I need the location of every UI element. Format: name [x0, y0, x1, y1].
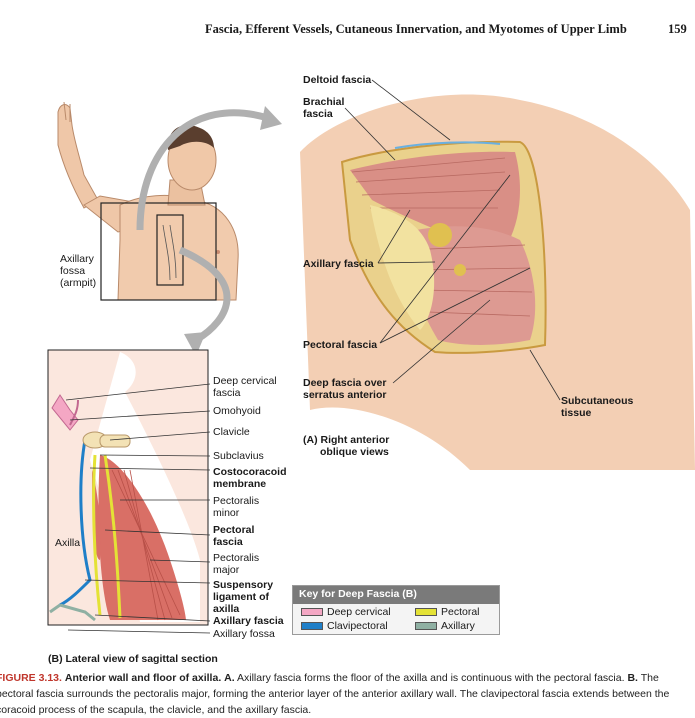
key-title: Key for Deep Fascia (B)	[293, 586, 499, 604]
caption-b-label: B.	[627, 672, 638, 684]
person-figure	[57, 101, 239, 301]
caption-a-label: A.	[224, 672, 235, 684]
figure-b-leaders	[65, 383, 211, 634]
caption-a-text: Axillary fascia forms the floor of the a…	[237, 672, 625, 684]
key-item-label: Deep cervical	[327, 606, 391, 618]
figure-b-illustration	[47, 349, 209, 626]
figure-b-caption: (B) Lateral view of sagittal section	[48, 653, 218, 665]
label-axillary-fossa-armpit: Axillary fossa (armpit)	[60, 253, 97, 289]
label-clavicle: Clavicle	[213, 426, 250, 438]
page-number: 159	[668, 22, 687, 36]
label-serratus-fascia: Deep fascia over serratus anterior	[303, 377, 387, 401]
key-item-label: Pectoral	[441, 606, 480, 618]
key-item-pectoral: Pectoral	[415, 606, 480, 618]
label-subcutaneous-tissue: Subcutaneous tissue	[561, 395, 634, 419]
label-axillary-fossa-b: Axillary fossa	[213, 628, 275, 640]
label-pectoralis-minor: Pectoralis minor	[213, 495, 260, 519]
label-pectoral-fascia-b: Pectoral fascia	[213, 524, 255, 548]
label-omohyoid: Omohyoid	[213, 405, 261, 417]
label-pectoralis-major: Pectoralis major	[213, 552, 260, 576]
caption-title: Anterior wall and floor of axilla.	[64, 672, 222, 684]
key-item-deep-cervical: Deep cervical	[301, 606, 391, 618]
figure-a-leaders	[344, 79, 561, 401]
label-deep-cervical-fascia: Deep cervical fascia	[213, 375, 277, 399]
label-axilla: Axilla	[55, 537, 81, 549]
swatch-pectoral	[415, 608, 437, 616]
swatch-axillary	[415, 622, 437, 630]
running-header: Fascia, Efferent Vessels, Cutaneous Inne…	[205, 22, 627, 36]
label-suspensory-ligament: Suspensory ligament of axilla	[213, 579, 274, 615]
label-costocoracoid-membrane: Costocoracoid membrane	[213, 466, 287, 490]
key-item-clavipectoral: Clavipectoral	[301, 620, 388, 632]
figure-illustration	[47, 79, 695, 634]
caption-b-text: The pectoral fascia surrounds the pector…	[0, 672, 670, 716]
swatch-clavipectoral	[301, 622, 323, 630]
key-item-axillary: Axillary	[415, 620, 475, 632]
key-item-label: Axillary	[441, 620, 475, 632]
figure-caption: FIGURE 3.13. Anterior wall and floor of …	[0, 670, 695, 718]
swatch-deep-cervical	[301, 608, 323, 616]
label-subclavius: Subclavius	[213, 450, 264, 462]
label-brachial-fascia: Brachial fascia	[303, 96, 345, 120]
label-axillary-fascia-b: Axillary fascia	[213, 615, 284, 627]
figure-a-caption-line2: oblique views	[320, 446, 389, 458]
label-pectoral-fascia: Pectoral fascia	[303, 339, 378, 351]
figure-a-caption-line1: (A) Right anterior	[303, 434, 390, 446]
key-item-label: Clavipectoral	[327, 620, 388, 632]
figure-a-illustration	[300, 94, 695, 471]
caption-figure-number: FIGURE 3.13.	[0, 672, 62, 684]
deep-fascia-key: Key for Deep Fascia (B) Deep cervical Pe…	[292, 585, 500, 635]
label-axillary-fascia: Axillary fascia	[303, 258, 374, 270]
label-deltoid-fascia: Deltoid fascia	[303, 74, 372, 86]
